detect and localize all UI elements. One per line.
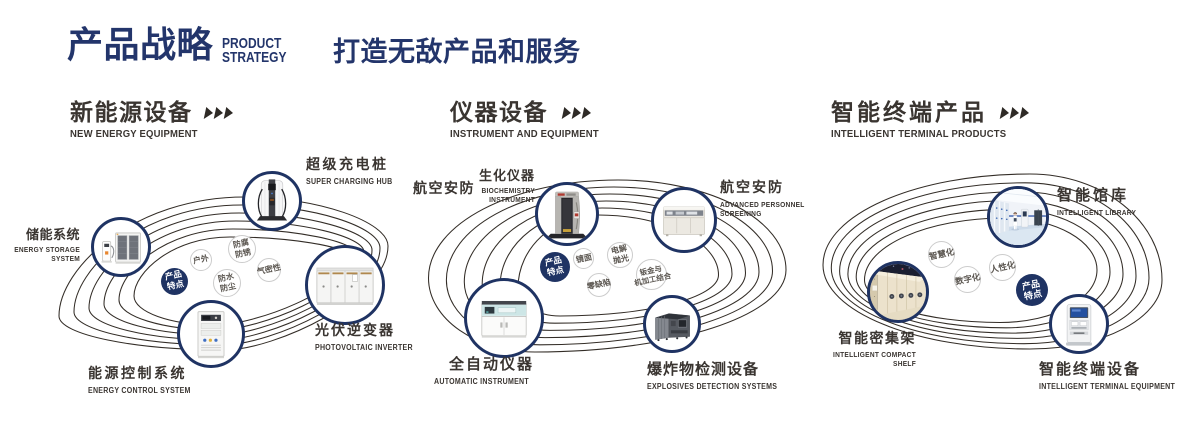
label-terminal-equipment: 智能终端设备 INTELLIGENT TERMINAL EQUIPMENT (1039, 361, 1176, 391)
feature-bubble-airtight: 气密性 (256, 258, 282, 282)
explosives-detection-machine-image (655, 313, 690, 342)
section-title-terminal: 智能终端产品 (831, 99, 987, 125)
feature-bubble-digital: 数字化 (954, 266, 981, 293)
feature-bubble-waterproof: 防水防尘 (213, 269, 241, 297)
feature-bubble-sheetmetal: 钣金与机加工结合 (633, 259, 672, 290)
arrow-triangle-icon (203, 107, 215, 119)
label-biochemistry: 生化仪器 BIOCHEMISTRY INSTRUMENT (478, 168, 535, 204)
arrow-triangle-icon (571, 107, 583, 119)
page-title-en-line1: PRODUCT (222, 35, 282, 52)
rotated-text-wrap: 人性化 (989, 260, 1016, 275)
rotated-text-wrap: 产品 特点 (164, 269, 185, 293)
arrow-triangle-icon (213, 107, 225, 119)
feature-circle-terminal: 产品 特点 (1016, 274, 1048, 306)
label-energy-storage: 储能系统 ENERGY STORAGE SYSTEM (14, 227, 80, 263)
orbit-rings-terminal (822, 173, 1163, 350)
feature-circle-label: 特点 (546, 264, 566, 278)
section-subtitle-terminal: INTELLIGENT TERMINAL PRODUCTS (831, 129, 1007, 140)
node-security-gate (535, 182, 599, 246)
terminal-kiosk-image (1066, 304, 1092, 346)
rotated-text-wrap: 气密性 (256, 263, 281, 277)
node-terminal-kiosk (1049, 294, 1109, 354)
feature-bubble-line: 人性化 (988, 259, 1017, 275)
feature-bubble-mirror: 镜面 (573, 248, 594, 269)
rotated-text-wrap: 产品 特点 (544, 255, 566, 279)
feature-bubble-line: 防锈 (234, 247, 252, 260)
section-subtitle-new-energy: NEW ENERGY EQUIPMENT (70, 129, 198, 140)
security-gate-image (546, 191, 588, 239)
arrow-triangle-icon (581, 107, 593, 119)
triple-arrow-icon (999, 107, 1031, 119)
feature-bubble-line: 防尘 (219, 281, 237, 294)
feature-circle-instrument: 产品 特点 (540, 252, 570, 282)
label-aviation-security-left: 航空安防 (413, 180, 475, 196)
feature-bubble-humanized: 人性化 (989, 254, 1016, 281)
photovoltaic-inverter-image (316, 267, 374, 305)
feature-bubble-line: 户外 (192, 253, 210, 266)
feature-bubble-line: 零缺陷 (586, 277, 612, 292)
feature-bubble-zero-defect: 零缺陷 (586, 273, 612, 297)
arrow-triangle-icon (1019, 107, 1031, 119)
rotated-text-wrap: 防水防尘 (217, 272, 237, 294)
intelligent-library-room-image (990, 189, 1046, 245)
label-photovoltaic-inverter: 光伏逆变器 PHOTOVOLTAIC INVERTER (315, 322, 413, 352)
label-compact-shelf: 智能密集架 INTELLIGENT COMPACT SHELF (833, 330, 916, 368)
node-super-charging (242, 171, 302, 231)
node-photovoltaic-inverter (305, 245, 385, 325)
feature-circle-new-energy: 产品 特点 (161, 267, 188, 295)
node-intelligent-library (987, 186, 1049, 248)
rotated-text-wrap: 户外 (192, 254, 210, 267)
feature-circle-label: 特点 (165, 278, 185, 292)
feature-bubble-line: 智慧化 (927, 246, 956, 262)
node-screening-analyzer (651, 187, 717, 253)
label-intelligent-library: 智能馆库 INTELLIGENT LIBRARY (1057, 187, 1137, 217)
energy-control-cabinet-image (197, 311, 225, 359)
screening-analyzer-image (663, 206, 705, 237)
node-automatic-instrument (464, 278, 544, 358)
page-title-en-line2: STRATEGY (222, 49, 287, 66)
feature-bubble-line: 数字化 (953, 271, 982, 287)
label-automatic-instrument: 全自动仪器 AUTOMATIC INSTRUMENT (434, 356, 535, 386)
feature-bubble-anticorrosion: 防腐防锈 (228, 235, 256, 263)
arrow-triangle-icon (223, 107, 235, 119)
energy-storage-cabinet-image (101, 232, 141, 264)
page-title: 产品战略 (67, 24, 214, 65)
feature-bubble-line: 气密性 (256, 262, 282, 277)
triple-arrow-icon (561, 107, 593, 119)
node-energy-storage (91, 217, 151, 277)
feature-bubble-line: 抛光 (612, 253, 630, 266)
feature-bubble-electropolish: 电解抛光 (607, 242, 633, 268)
label-super-charging: 超级充电桩 SUPER CHARGING HUB (306, 156, 393, 186)
automatic-instrument-image (481, 300, 527, 338)
node-energy-control (177, 300, 245, 368)
section-subtitle-instrument: INSTRUMENT AND EQUIPMENT (450, 129, 599, 140)
feature-bubble-line: 镜面 (574, 252, 593, 265)
label-explosives-detection: 爆炸物检测设备 EXPLOSIVES DETECTION SYSTEMS (647, 361, 778, 391)
arrow-triangle-icon (1009, 107, 1021, 119)
section-title-instrument: 仪器设备 (450, 99, 548, 125)
arrow-triangle-icon (999, 107, 1011, 119)
feature-bubble-outdoor: 户外 (190, 249, 212, 271)
arrow-triangle-icon (561, 107, 573, 119)
node-explosives-detection (643, 295, 701, 353)
feature-bubble-intelligent: 智慧化 (928, 241, 955, 268)
rotated-text-wrap: 数字化 (954, 272, 981, 287)
super-charging-pile-image (256, 179, 288, 221)
rotated-text-wrap: 零缺陷 (586, 278, 611, 292)
label-aviation-security: 航空安防 ADVANCED PERSONNEL SCREENING (720, 179, 805, 218)
rotated-text-wrap: 电解抛光 (610, 244, 630, 266)
feature-circle-label: 特点 (1023, 288, 1043, 302)
rotated-text-wrap: 镜面 (575, 252, 593, 265)
page-slogan: 打造无敌产品和服务 (333, 37, 581, 67)
rotated-text-wrap: 防腐防锈 (232, 238, 252, 260)
node-compact-shelf (867, 261, 929, 323)
rotated-text-wrap: 智慧化 (928, 247, 955, 262)
page-title-en: PRODUCT STRATEGY (222, 35, 287, 66)
label-energy-control: 能源控制系统 ENERGY CONTROL SYSTEM (88, 365, 191, 395)
compact-shelving-image (870, 264, 926, 320)
triple-arrow-icon (203, 107, 235, 119)
rotated-text-wrap: 产品 特点 (1021, 278, 1043, 302)
section-title-new-energy: 新能源设备 (70, 99, 193, 125)
